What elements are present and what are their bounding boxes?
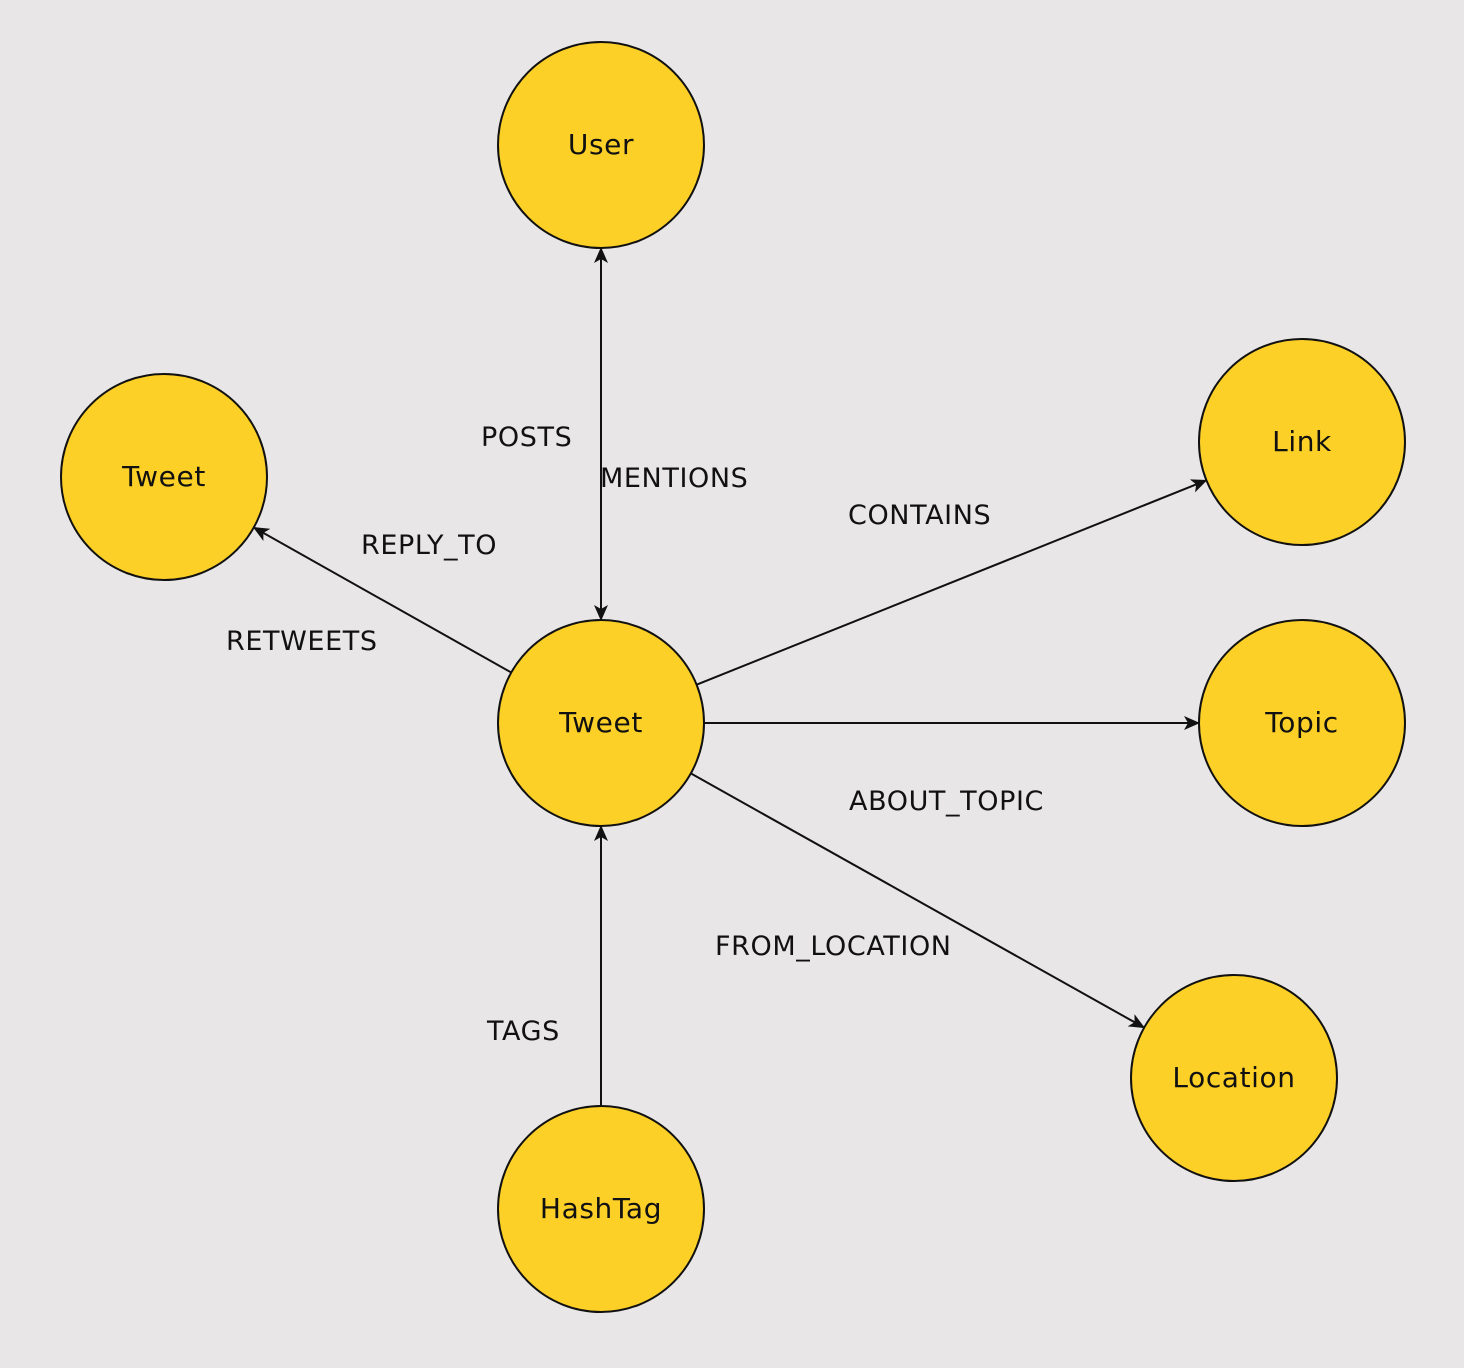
- edge-label-about-topic: ABOUT_TOPIC: [849, 786, 1044, 817]
- node-topic[interactable]: Topic: [1198, 619, 1406, 827]
- node-hashtag[interactable]: HashTag: [497, 1105, 705, 1313]
- node-label: HashTag: [540, 1192, 662, 1225]
- node-circle: [497, 41, 705, 249]
- edge-labels-layer: POSTS MENTIONS REPLY_TO RETWEETS CONTAINS ABO…: [226, 422, 1044, 1047]
- edge-tweet-reply: [252, 526, 512, 674]
- node-user[interactable]: User: [497, 41, 705, 249]
- node-circle: [60, 373, 268, 581]
- node-circle: [1198, 338, 1406, 546]
- edges-layer: [252, 247, 1208, 1106]
- node-label: Tweet: [121, 460, 206, 493]
- node-link[interactable]: Link: [1198, 338, 1406, 546]
- node-label: Link: [1272, 425, 1332, 458]
- edge-label-posts: POSTS: [481, 422, 572, 453]
- node-tweet-left[interactable]: Tweet: [60, 373, 268, 581]
- edge-tweet-link: [696, 479, 1208, 686]
- node-tweet-center[interactable]: Tweet: [497, 619, 705, 827]
- edge-label-retweets: RETWEETS: [226, 626, 378, 657]
- node-circle: [497, 1105, 705, 1313]
- edge-label-tags: TAGS: [486, 1016, 560, 1047]
- edge-label-contains: CONTAINS: [848, 500, 991, 531]
- node-circle: [497, 619, 705, 827]
- node-label: User: [568, 128, 634, 161]
- edge-label-mentions: MENTIONS: [600, 463, 748, 494]
- node-circle: [1198, 619, 1406, 827]
- node-label: Topic: [1264, 706, 1338, 739]
- edge-label-from-location: FROM_LOCATION: [715, 931, 952, 962]
- node-label: Location: [1172, 1061, 1295, 1094]
- edge-tweet-location: [690, 772, 1146, 1029]
- node-label: Tweet: [558, 706, 643, 739]
- node-circle: [1130, 974, 1338, 1182]
- edge-label-reply-to: REPLY_TO: [361, 530, 497, 561]
- node-location[interactable]: Location: [1130, 974, 1338, 1182]
